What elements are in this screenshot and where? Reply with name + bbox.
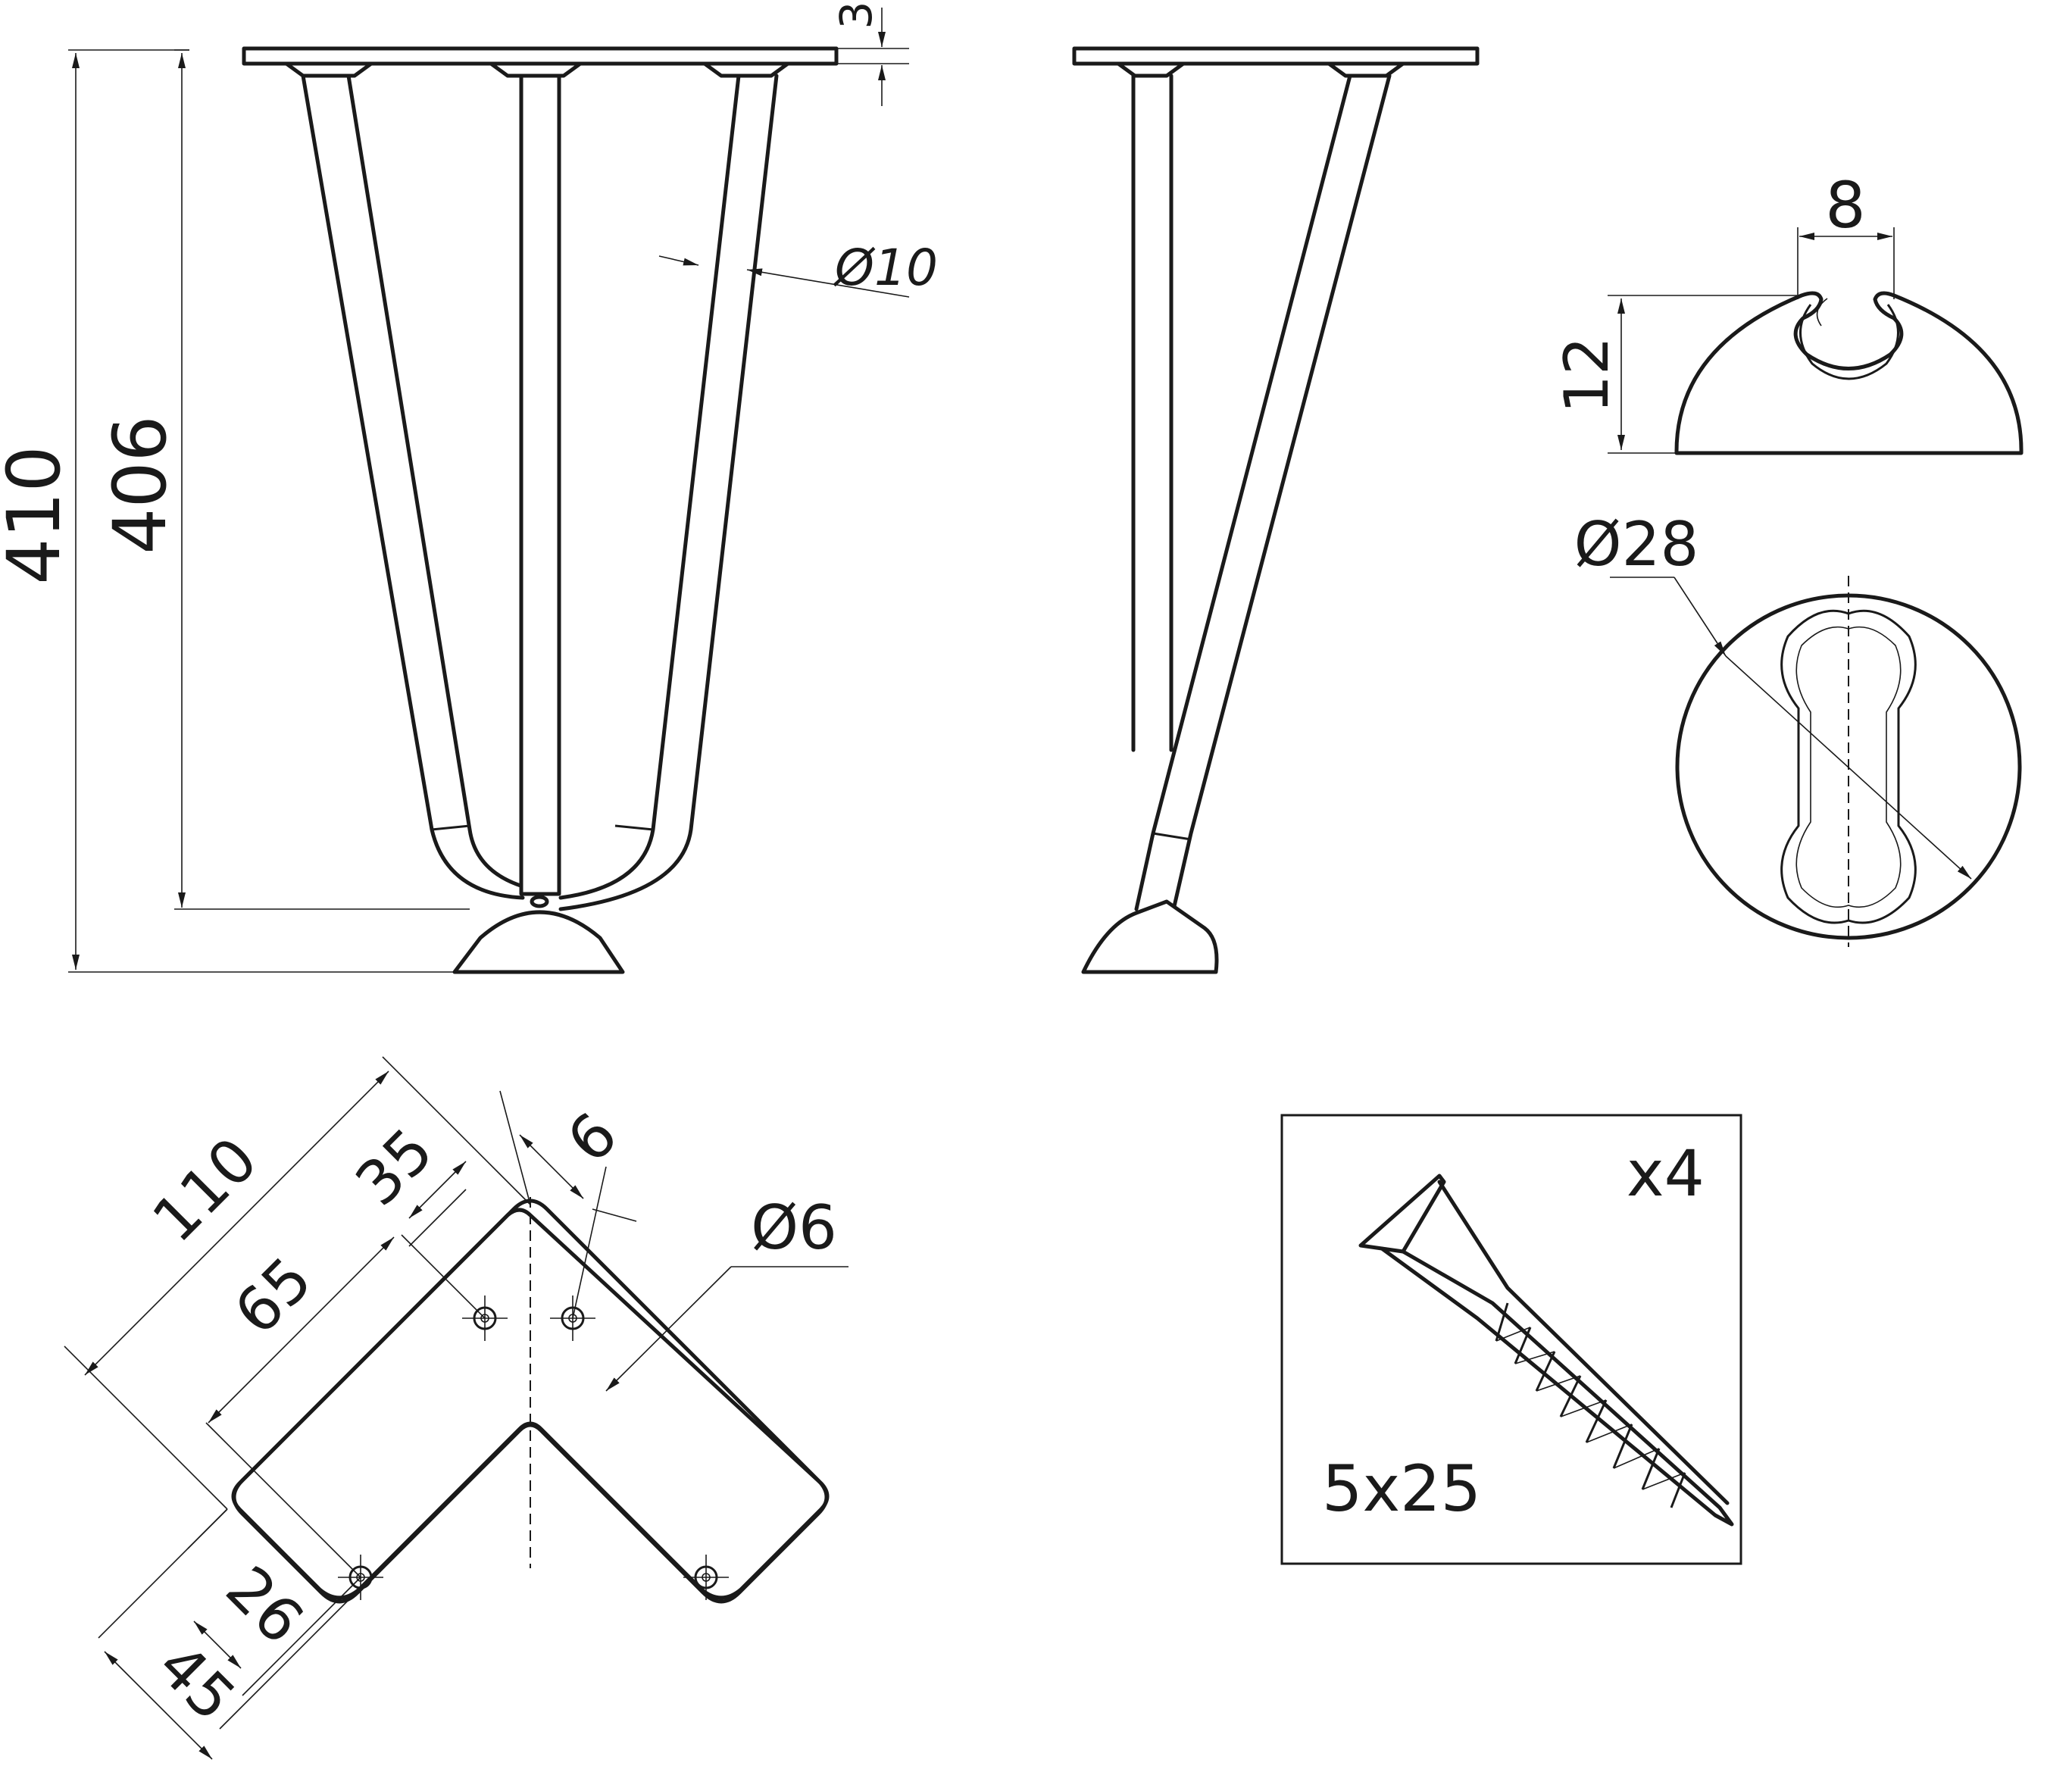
dimension-45-label: 45 [145, 1630, 249, 1735]
dimension-410: 410 [0, 49, 455, 973]
dimension-rod-diameter-label: Ø10 [833, 239, 938, 297]
side-weld-left [1116, 61, 1186, 78]
dimension-9-label: 9 [552, 1098, 630, 1175]
dimension-8: 8 [1797, 168, 1895, 299]
front-rod-center [519, 73, 561, 896]
dimension-12: 12 [1552, 295, 1797, 454]
dimension-hole-diameter-label: Ø6 [751, 1192, 837, 1263]
foot-section-view [1674, 291, 2024, 455]
dimension-110-label: 110 [139, 1124, 271, 1256]
foot-keyhole-slot [1780, 609, 1917, 924]
side-foot [1081, 899, 1219, 974]
front-rod-right [558, 73, 741, 900]
mounting-hole-bottom-right [683, 1555, 729, 1600]
foot-top-view [1675, 576, 2022, 947]
front-view [242, 46, 839, 974]
screw-quantity: x4 [1627, 1136, 1705, 1211]
mounting-plate-top-view [231, 1197, 830, 1604]
dimension-410-label: 410 [0, 445, 77, 584]
front-foot [452, 910, 625, 974]
dimension-8-label: 8 [1825, 168, 1865, 242]
side-weld-right [1327, 61, 1405, 78]
dimension-3: 3 [830, 2, 909, 106]
dimension-35-label: 35 [342, 1115, 447, 1220]
screw-size: 5x25 [1322, 1452, 1481, 1526]
side-rod-vertical [1131, 73, 1174, 752]
dimension-hole-diameter: Ø6 [605, 1192, 848, 1392]
front-rod-left [301, 73, 525, 900]
screw-icon [1358, 1174, 1734, 1527]
front-weld-right [702, 61, 790, 78]
dimension-rod-diameter: Ø10 [658, 239, 938, 298]
side-mounting-plate [1072, 46, 1480, 66]
dimension-3-label: 3 [830, 2, 882, 30]
screw-box-frame [1280, 1114, 1742, 1565]
front-weld-left [284, 61, 373, 78]
dimension-foot-diameter-label: Ø28 [1574, 509, 1699, 580]
screw-info-box: x4 5x25 [1280, 1114, 1742, 1565]
foot-dome [1674, 291, 2024, 455]
dimension-406: 406 [98, 49, 470, 910]
side-view [1072, 46, 1480, 974]
dimension-12-label: 12 [1552, 336, 1622, 414]
dimension-406-label: 406 [98, 415, 183, 554]
dimension-foot-diameter: Ø28 [1574, 509, 1972, 880]
mounting-plate-outline-rounded [232, 1199, 829, 1604]
dimension-65-label: 65 [221, 1244, 326, 1349]
front-mounting-plate [242, 46, 839, 66]
side-rod-diagonal [1134, 73, 1392, 915]
